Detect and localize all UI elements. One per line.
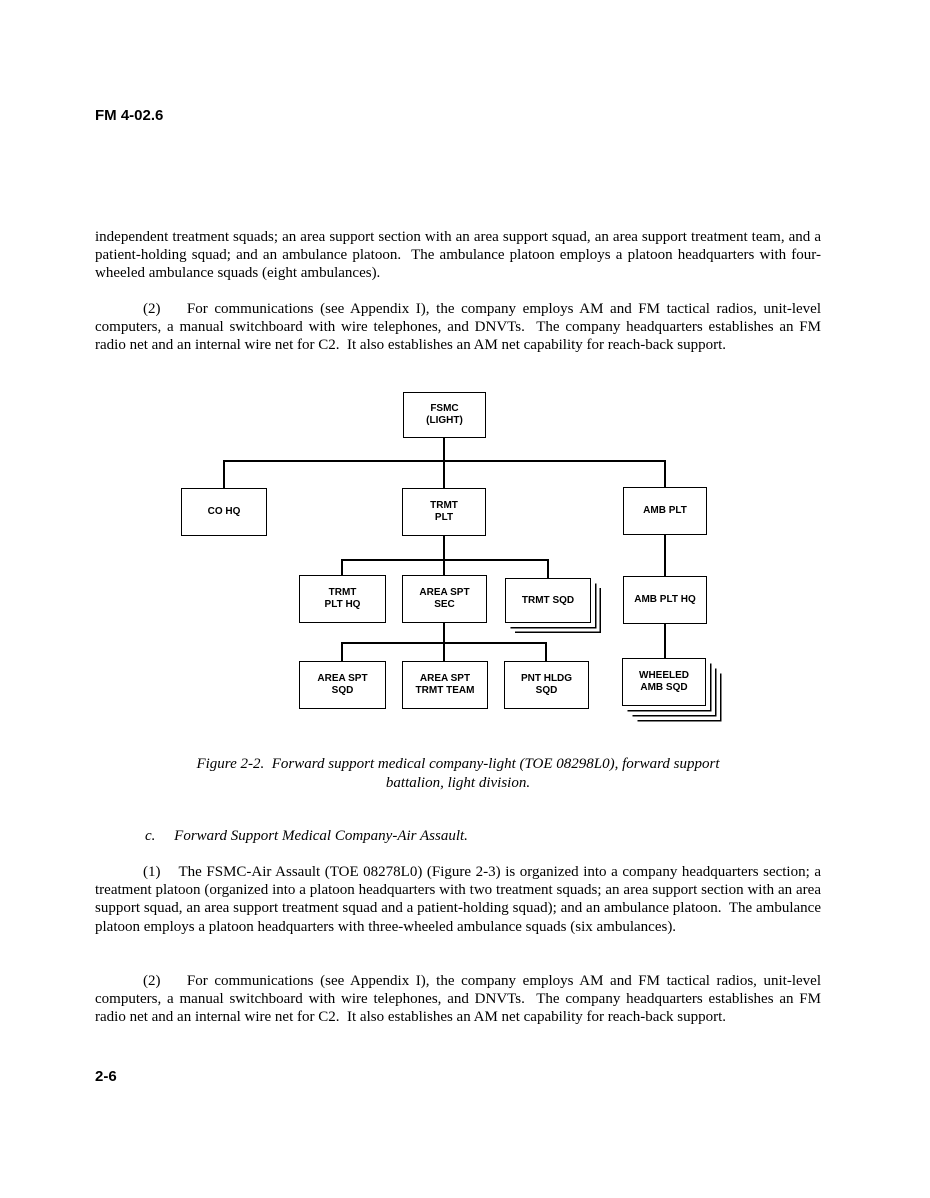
connector-line xyxy=(664,460,666,487)
org-node-trmt-plt: TRMT PLT xyxy=(402,488,486,536)
org-node-label: TRMT PLT HQ xyxy=(324,587,361,610)
org-node-label: AREA SPT TRMT TEAM xyxy=(415,673,475,696)
connector-line xyxy=(545,642,547,662)
body-paragraph-1: independent treatment squads; an area su… xyxy=(95,229,821,282)
org-node-label: TRMT SQD xyxy=(521,594,575,606)
org-node-label: AREA SPT SEC xyxy=(419,587,470,610)
page-number: 2-6 xyxy=(95,1068,117,1085)
org-node-co-hq: CO HQ xyxy=(181,488,267,536)
connector-line xyxy=(664,535,666,576)
org-node-wheeled-amb-sqd: WHEELED AMB SQD xyxy=(622,658,706,706)
connector-line xyxy=(223,460,225,488)
org-node-label: TRMT PLT xyxy=(430,500,458,523)
connector-line xyxy=(664,624,666,659)
body-paragraph-2: (2) For communications (see Appendix I),… xyxy=(95,301,821,354)
org-node-trmt-sqd: TRMT SQD xyxy=(505,578,591,623)
figure-caption-line-1: Figure 2-2. Forward support medical comp… xyxy=(196,756,720,772)
connector-line xyxy=(443,438,445,461)
connector-line xyxy=(443,559,445,576)
org-node-label: WHEELED AMB SQD xyxy=(639,670,689,693)
connector-line xyxy=(443,642,445,662)
org-node-amb-plt-hq: AMB PLT HQ xyxy=(623,576,707,624)
page-header: FM 4-02.6 xyxy=(95,107,164,124)
org-node-label: CO HQ xyxy=(207,506,241,517)
body-paragraph-4: (2) For communications (see Appendix I),… xyxy=(95,973,821,1026)
body-paragraph-3: (1) The FSMC-Air Assault (TOE 08278L0) (… xyxy=(95,864,821,935)
org-node-label: AMB PLT HQ xyxy=(634,594,696,605)
connector-line xyxy=(341,559,549,561)
org-node-label: FSMC (LIGHT) xyxy=(426,403,463,426)
connector-line xyxy=(341,559,343,576)
org-node-area-spt-sqd: AREA SPT SQD xyxy=(299,661,386,709)
org-node-pnt-hldg-sqd: PNT HLDG SQD xyxy=(504,661,589,709)
connector-line xyxy=(547,559,549,579)
org-node-label: AREA SPT SQD xyxy=(317,673,368,696)
org-chart: FSMC (LIGHT) CO HQ TRMT PLT AMB PLT TRMT… xyxy=(181,392,707,709)
section-heading-c: c. Forward Support Medical Company-Air A… xyxy=(145,828,468,844)
connector-line xyxy=(223,460,666,462)
connector-line xyxy=(341,642,343,662)
org-node-trmt-plt-hq: TRMT PLT HQ xyxy=(299,575,386,623)
org-node-area-spt-trmt-team: AREA SPT TRMT TEAM xyxy=(402,661,488,709)
org-node-fsmc-light: FSMC (LIGHT) xyxy=(403,392,486,438)
org-node-area-spt-sec: AREA SPT SEC xyxy=(402,575,487,623)
org-node-label: PNT HLDG SQD xyxy=(520,673,573,696)
connector-line xyxy=(443,460,445,488)
org-node-label: AMB PLT xyxy=(643,505,687,516)
org-node-amb-plt: AMB PLT xyxy=(623,487,707,535)
connector-line xyxy=(443,623,445,644)
figure-caption-line-2: battalion, light division. xyxy=(385,775,531,791)
connector-line xyxy=(443,536,445,561)
